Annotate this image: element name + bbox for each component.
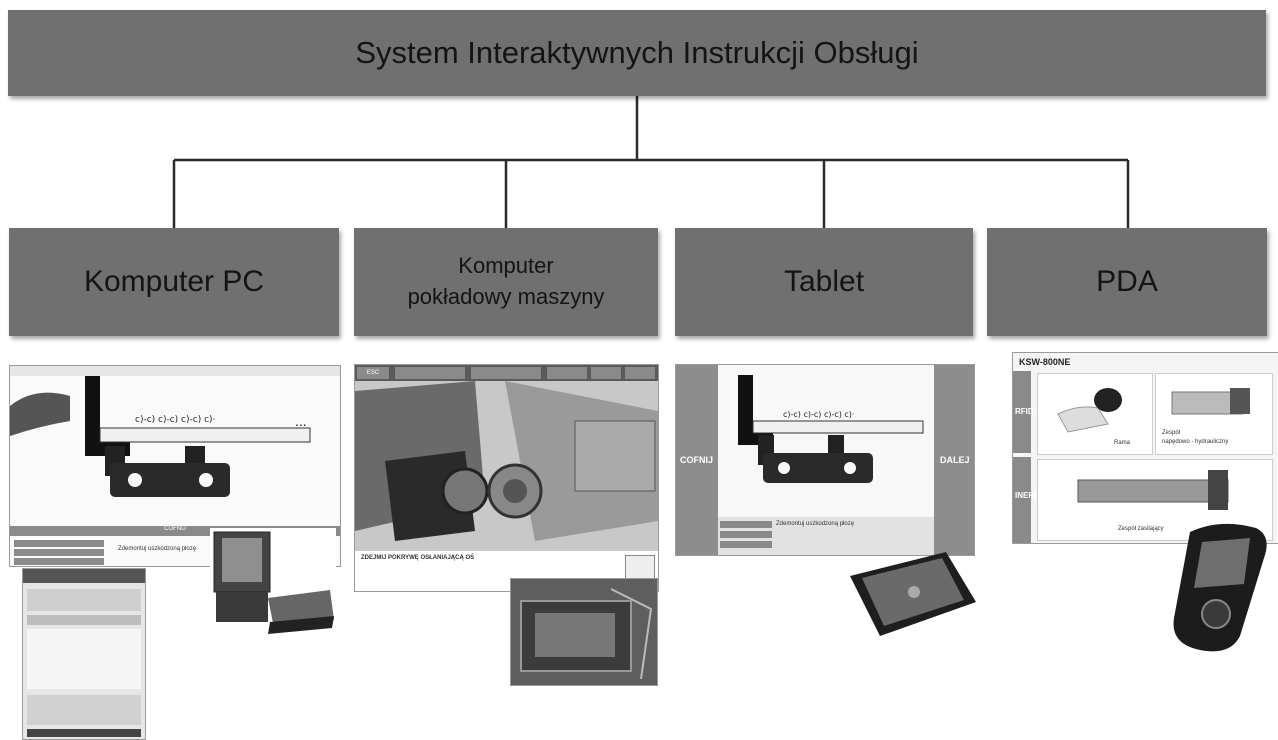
tablet-screenshot: COFNIJ DALEJ c)-c) c)-c) c)-c) c)· Zdemo…	[675, 364, 975, 556]
pc-menu-item[interactable]	[14, 549, 104, 556]
tablet-next-label: DALEJ	[940, 455, 970, 465]
pda-tile-label-line2: napędowo - hydrauliczny	[1162, 439, 1229, 445]
onboard-esc-button[interactable]: ESC	[357, 367, 389, 379]
node-label-line1: Komputer	[458, 253, 554, 279]
pda-inerg-label: INERG	[1015, 491, 1041, 500]
tablet-instruction: Zdemontuj uszkodzoną płozę	[776, 521, 855, 527]
pc-menu-item[interactable]	[14, 540, 104, 547]
tablet-menu-item[interactable]	[720, 531, 772, 538]
pda-tile-zespol-zasilajacy[interactable]: Zespół zasilający	[1037, 459, 1273, 541]
pc-menu-item[interactable]	[14, 558, 104, 565]
pc-screenshot-secondary	[22, 568, 146, 740]
tablet-menu-item[interactable]	[720, 521, 772, 528]
pc-back-bar[interactable]: COFNIJ	[10, 526, 340, 536]
pda-tile-zespol-napedowy[interactable]: Zespół napędowo - hydrauliczny	[1155, 373, 1273, 455]
tablet-machine-illustration: c)-c) c)-c) c)-c) c)·	[738, 375, 924, 483]
root-node: System Interaktywnych Instrukcji Obsługi	[8, 10, 1266, 96]
machine-part-illustration: c)-c) c)-c) c)-c) c)· ...	[10, 366, 340, 497]
tablet-back-panel[interactable]: COFNIJ	[676, 365, 718, 555]
tablet-menu-item[interactable]	[720, 541, 772, 548]
tablet-device-photo	[850, 552, 976, 636]
node-tablet: Tablet	[675, 228, 973, 336]
node-komputer-pokladowy: Komputer pokładowy maszyny	[354, 228, 658, 336]
onboard-prev-button[interactable]	[395, 367, 465, 379]
onboard-next-button[interactable]	[471, 367, 541, 379]
pc-instruction: Zdemontuj uszkodzoną płozę	[118, 546, 197, 552]
root-title: System Interaktywnych Instrukcji Obsługi	[355, 35, 919, 70]
onboard-f2-button[interactable]	[625, 367, 655, 379]
node-label: PDA	[1096, 264, 1158, 298]
pda-tile-label-line1: Zespół	[1162, 430, 1181, 436]
node-label-line2: pokładowy maszyny	[407, 284, 605, 309]
pc-device-photo	[210, 528, 336, 636]
pda-rfid-label: RFID	[1015, 407, 1034, 416]
node-pda: PDA	[987, 228, 1267, 336]
node-komputer-pc: Komputer PC	[9, 228, 339, 336]
onboard-photo	[510, 578, 658, 686]
pda-tile-rama[interactable]: Rama	[1037, 373, 1153, 455]
node-label: Komputer PC	[83, 264, 265, 298]
onboard-screenshot: ESC ZDEJMIJ POKRYWĘ OSŁANIAJĄCĄ OŚ	[354, 364, 659, 592]
pda-device-photo	[1173, 523, 1267, 652]
tablet-back-label: COFNIJ	[680, 455, 714, 465]
onboard-instruction: ZDEJMIJ POKRYWĘ OSŁANIAJĄCĄ OŚ	[361, 555, 475, 561]
node-label: Tablet	[783, 264, 865, 298]
tablet-next-panel[interactable]: DALEJ	[934, 365, 974, 555]
svg-text:c)-c) c)-c) c)-c) c)·: c)-c) c)-c) c)-c) c)·	[783, 410, 854, 419]
pda-tile-label: Rama	[1114, 440, 1131, 446]
onboard-enter-button[interactable]	[547, 367, 587, 379]
svg-text:c)-c) c)-c) c)-c) c)·: c)-c) c)-c) c)-c) c)·	[135, 415, 215, 425]
onboard-f1-button[interactable]	[591, 367, 621, 379]
onboard-machine-illustration	[355, 381, 658, 551]
svg-text:...: ...	[295, 413, 307, 429]
pda-tile-label: Zespół zasilający	[1118, 526, 1164, 532]
pda-screenshot: KSW-800NE RFID INERG Rama Zespół napędow…	[1012, 352, 1278, 544]
pda-model-title: KSW-800NE	[1019, 357, 1071, 367]
